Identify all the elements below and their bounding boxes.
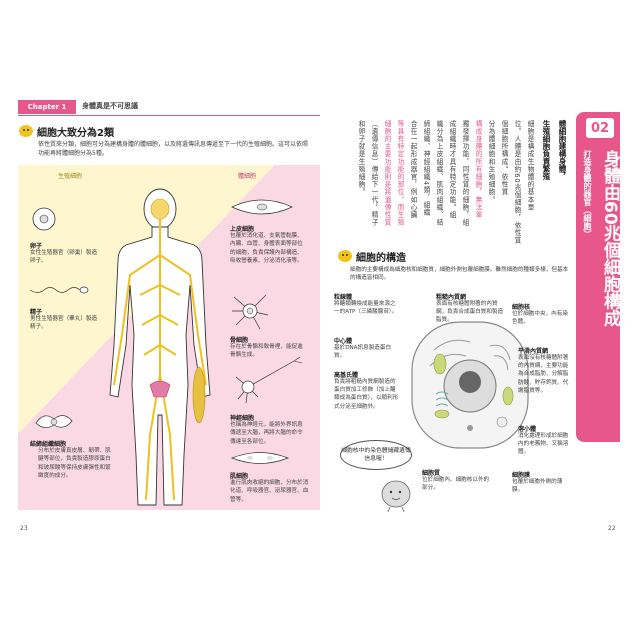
connective-label: 結締組織細胞 bbox=[30, 441, 67, 448]
muscle-label: 肌細胞 bbox=[230, 473, 249, 480]
human-body-illustration bbox=[109, 188, 211, 506]
rough-er-description: 表面有核糖體附著的內質網，負責合成蛋白質和製造脂質。 bbox=[436, 301, 504, 324]
epithelial-description: 包覆於消化道、支氣管黏膜、內臟、血管、身體表面等部位的細胞，負責保護內部構造、吸… bbox=[230, 233, 303, 265]
cell-structure-title: 細胞的構造 bbox=[356, 253, 406, 264]
germ-cell-heading: 生殖細胞 bbox=[58, 173, 83, 180]
centriole-description: 基於DNA訊息製造蛋白質。 bbox=[334, 345, 392, 360]
egg-label: 卵子 bbox=[30, 243, 43, 250]
vertical-text-line: 合在一起形成器官，例如心臟 bbox=[409, 120, 417, 219]
column-heading-1: 體細胞建構身體， bbox=[558, 120, 567, 180]
vertical-text-line: （遺傳信息）傳給下一代，精子 bbox=[370, 120, 378, 227]
chapter-title: 身體真是不可思議 bbox=[82, 102, 138, 110]
centriole-label: 中心體 bbox=[334, 338, 353, 345]
egg-cell-illustration bbox=[32, 207, 56, 231]
muscle-description: 進行肌肉收縮的細胞，分布於消化道、呼吸器官、泌尿器官、血管等。 bbox=[230, 480, 309, 503]
muscle-cell-illustration bbox=[231, 452, 289, 464]
section-side-tab bbox=[576, 112, 620, 442]
vertical-text-line: 和卵子就是生殖細胞。 bbox=[357, 120, 365, 196]
vertical-text-line: 細胞的主要功能則是將遺傳性質 bbox=[383, 120, 391, 227]
cell-structure-diagram bbox=[411, 321, 529, 449]
cytoplasm-description: 位於細胞內、細胞核以外的部分。 bbox=[422, 477, 490, 492]
smooth-er-label: 平滑內質網 bbox=[518, 348, 549, 355]
bone-cell-illustration bbox=[232, 294, 269, 330]
nerve-cell-illustration bbox=[235, 356, 303, 404]
sperm-cell-illustration bbox=[29, 286, 89, 294]
cell-mascot-illustration bbox=[381, 480, 411, 513]
mitochondria-label: 粒線體 bbox=[334, 294, 353, 301]
vertical-text-line: 等具有特定功能的部位。而生殖 bbox=[396, 120, 404, 227]
page-number-left: 23 bbox=[20, 525, 28, 532]
lysosome-label: 溶小體 bbox=[518, 426, 537, 433]
nucleus-description: 位於細胞中央，內有染色體。 bbox=[512, 311, 568, 326]
membrane-label: 細胞膜 bbox=[512, 472, 531, 479]
page-number-right: 22 bbox=[608, 525, 616, 532]
nerve-description: 也稱為神經元，能將外界訊息傳遞至大腦，再將大腦的命令傳達至各部位。 bbox=[230, 422, 303, 445]
section-title: 細胞大致分為2類 bbox=[37, 128, 114, 139]
golgi-label: 高基氏體 bbox=[334, 372, 359, 379]
section-main-title: 身體由60兆個細胞構成 bbox=[600, 150, 620, 327]
bone-description: 存在於骨骼和軟骨裡，能促進骨骼生成。 bbox=[230, 344, 303, 359]
egg-description: 女性生殖器官（卵巢）製造卵子。 bbox=[30, 250, 98, 265]
column-heading-2: 生殖細胞負責繁殖 bbox=[542, 120, 551, 180]
cell-mascot-icon bbox=[19, 125, 33, 137]
nucleus-label: 細胞核 bbox=[512, 304, 531, 311]
vertical-text-line: 細胞是構成生物體的基本單 bbox=[526, 120, 534, 212]
header-rule bbox=[18, 115, 320, 116]
speech-bubble: 細胞核中的染色體儲藏遺傳信息喔！ bbox=[340, 440, 412, 470]
vertical-text-line: 獨發揮功能，同性質的細胞，組 bbox=[461, 120, 469, 227]
nerve-label: 神經細胞 bbox=[230, 415, 255, 422]
chapter-tab: Chapter 1 bbox=[18, 100, 76, 114]
connective-cell-illustration bbox=[35, 415, 73, 428]
epithelial-cell-illustration bbox=[231, 199, 293, 215]
rough-er-label: 粗糙內質網 bbox=[436, 294, 467, 301]
vertical-text-line: 織分為上皮組織、肌肉組織、結 bbox=[435, 120, 443, 227]
vertical-text-line: 締組織、神經組織4類，組織 bbox=[422, 120, 430, 217]
smooth-er-description: 表面沒有核糖體附著的內質網，主要功能為合成脂肪、分解脂肪酸、貯存鈣質、代謝脂質等… bbox=[518, 355, 569, 394]
section-intro: 依性質來分類，細胞可分為建構身體的體細胞，以及將遺傳訊息傳遞至下一代的生殖細胞。… bbox=[38, 141, 309, 157]
vertical-text-line: 構成身體的所有細胞，無法單 bbox=[474, 120, 482, 219]
section-subtitle: 打造身體的器官（細胞） bbox=[583, 150, 592, 238]
golgi-description: 負責將粗糙內質網製造的蛋白質加工修飾（加上醣類成為蛋白質），以順利形式分泌至細胞… bbox=[334, 379, 399, 410]
cell-mascot-icon-2 bbox=[338, 250, 352, 262]
left-page: Chapter 1 身體真是不可思議 細胞大致分為2類 依性質來分類，細胞可分為… bbox=[18, 95, 320, 550]
sperm-label: 精子 bbox=[30, 309, 43, 316]
bone-label: 骨細胞 bbox=[230, 337, 249, 344]
sperm-description: 男性生殖器官（睪丸）製造精子。 bbox=[30, 316, 98, 331]
vertical-text-line: 位。人體是由約60兆個細胞，依性質 bbox=[513, 120, 521, 245]
vertical-text-line: 分為體細胞和生殖細胞。 bbox=[487, 120, 495, 204]
lysosome-description: 消化處理形成於細胞內的老舊物、又稱溶體。 bbox=[518, 433, 569, 456]
vertical-text-line: 成組織時才具有特定功能。組 bbox=[448, 120, 456, 219]
somatic-cell-heading: 體細胞 bbox=[238, 173, 257, 180]
mitochondria-description: 將醣類轉換成能量來源之一的ATP（三磷酸腺苷）。 bbox=[334, 301, 398, 316]
membrane-description: 包覆於細胞外側的薄膜。 bbox=[512, 479, 563, 494]
cytoplasm-label: 細胞質 bbox=[422, 470, 441, 477]
section-number: 02 bbox=[586, 118, 614, 138]
vertical-text-line: 個細胞所構成。依性質 bbox=[500, 120, 508, 196]
epithelial-label: 上皮細胞 bbox=[230, 226, 255, 233]
connective-description: 分布於皮膚真皮層、韌帶、肌腱等部位，負責製造膠原蛋白和玻尿酸等保持皮膚彈性和緊緻… bbox=[38, 448, 111, 480]
cell-structure-intro: 細胞的主要構成為細胞核和細胞質，細胞外側包覆細胞膜。雖然細胞的種類多樣，但基本的… bbox=[350, 267, 569, 282]
